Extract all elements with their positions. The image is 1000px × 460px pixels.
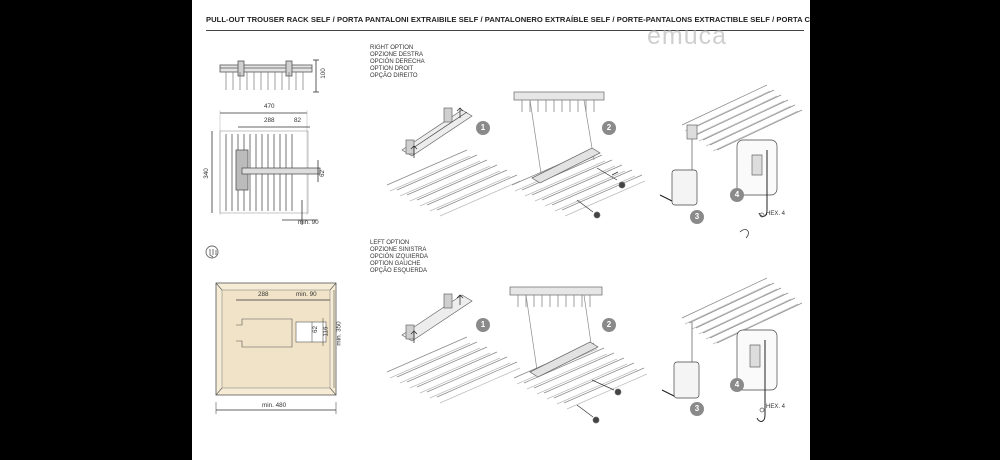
dim-470: 470 <box>264 103 275 110</box>
left-option-pt: OPÇÃO ESQUERDA <box>370 268 428 275</box>
hand-pointer-icon <box>205 245 219 259</box>
cabinet-dim-min350: min. 350 <box>335 321 343 346</box>
right-option-pt: OPÇÃO DIREITO <box>370 73 418 80</box>
left-step-1-badge: 1 <box>476 318 490 332</box>
dim-288: 288 <box>264 117 275 124</box>
dim-62: 62 <box>319 169 327 178</box>
dim-min90: min. 90 <box>298 219 319 226</box>
right-option-en: RIGHT OPTION <box>370 45 414 51</box>
right-option-es: OPCIÓN DERECHA <box>370 59 425 66</box>
technical-drawings <box>205 59 803 424</box>
instruction-sheet: PULL-OUT TROUSER RACK SELF / PORTA PANTA… <box>192 0 810 460</box>
dim-100: 100 <box>319 68 327 79</box>
right-option-labels: RIGHT OPTION OPZIONE DESTRA OPCIÓN DEREC… <box>370 45 425 80</box>
rack-plan-view <box>211 110 321 225</box>
left-option-en: LEFT OPTION <box>370 240 410 246</box>
cabinet-drilling-diagram <box>215 282 337 414</box>
left-option-fr: OPTION GAUCHE <box>370 261 421 268</box>
right-step34-drawing <box>659 84 803 239</box>
right-step-1-badge: 1 <box>476 121 490 135</box>
rack-front-elevation <box>219 59 319 93</box>
left-step1-drawing <box>386 293 521 404</box>
right-option-it: OPZIONE DESTRA <box>370 52 424 59</box>
title-divider <box>206 30 804 31</box>
left-step2-drawing <box>509 286 648 424</box>
left-option-labels: LEFT OPTION OPZIONE SINISTRA OPCIÓN IZQU… <box>370 240 428 275</box>
left-option-es: OPCIÓN IZQUIERDA <box>370 254 429 261</box>
right-step1-drawing <box>386 107 521 217</box>
cabinet-dim-62: 62 <box>312 325 320 334</box>
dim-340: 340 <box>202 168 210 179</box>
right-hex-label: HEX. 4 <box>766 211 786 217</box>
cabinet-dim-288: 288 <box>258 291 269 298</box>
left-step34-drawing <box>661 277 803 422</box>
left-step-3-badge: 3 <box>690 402 704 416</box>
right-step-2-badge: 2 <box>602 121 616 135</box>
cabinet-dim-116: 116 <box>322 326 330 337</box>
left-step-4-badge: 4 <box>730 378 744 392</box>
cabinet-dim-min90: min. 90 <box>296 291 317 298</box>
left-option-it: OPZIONE SINISTRA <box>370 247 427 254</box>
dim-82: 82 <box>294 117 302 124</box>
right-step2-drawing <box>511 91 646 219</box>
left-step-2-badge: 2 <box>602 318 616 332</box>
right-step-3-badge: 3 <box>690 210 704 224</box>
cabinet-dim-min480: min. 480 <box>262 402 287 409</box>
right-option-fr: OPTION DROIT <box>370 66 414 73</box>
page-title: PULL-OUT TROUSER RACK SELF / PORTA PANTA… <box>206 15 810 24</box>
right-step-4-badge: 4 <box>730 188 744 202</box>
left-hex-label: HEX. 4 <box>766 404 786 410</box>
brand-watermark: emuca <box>647 22 728 50</box>
